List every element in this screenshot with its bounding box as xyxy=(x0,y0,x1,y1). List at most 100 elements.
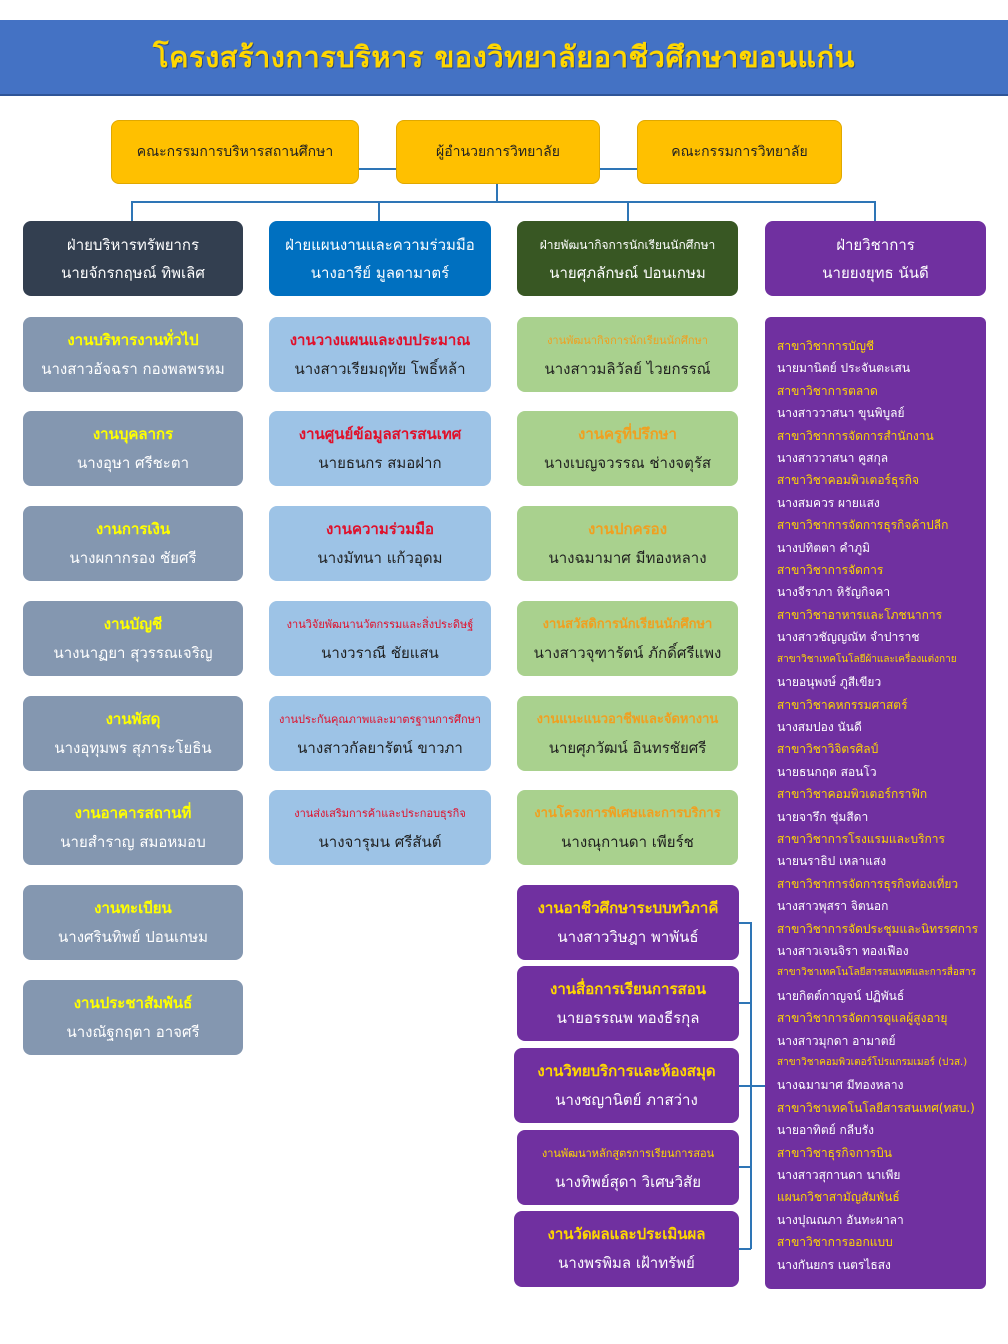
unit-person: นางสาวอัจฉรา กองพลพรหม xyxy=(41,359,225,378)
subject-person: นางกันยกร เนตรไธสง xyxy=(777,1257,891,1272)
unit-box: งานพัฒนากิจการนักเรียนนักศึกษา นางสาวมลิ… xyxy=(517,317,738,392)
unit-title: งานส่งเสริมการค้าและประกอบธุรกิจ xyxy=(294,806,466,820)
subject-name: สาขาวิชาธุรกิจการบิน xyxy=(777,1145,892,1160)
subject-person: นางสาวพุสรา จิตนอก xyxy=(777,899,889,914)
subject-list: สาขาวิชาการบัญชี นายมานิตย์ ประจันตะเสน … xyxy=(765,317,986,1289)
unit-box: งานสื่อการเรียนการสอน นายอรรณพ ทองธีรกุล xyxy=(517,966,739,1041)
unit-person: นางสาววิษฎา พาพันธ์ xyxy=(557,927,699,946)
unit-box: งานแนะแนวอาชีพและจัดหางาน นายศุภวัฒน์ อิ… xyxy=(517,696,738,771)
subject-name: สาขาวิชาการจัดการธุรกิจท่องเที่ยว xyxy=(777,876,959,891)
committee-box: คณะกรรมการวิทยาลัย xyxy=(637,120,842,184)
subject-person: นายนราธิป เหลาแสง xyxy=(777,854,887,869)
connector-director-down xyxy=(496,184,498,202)
unit-box: งานความร่วมมือ นางมัทนา แก้วอุดม xyxy=(269,506,491,581)
unit-person: นางฉมามาศ มีทองหลาง xyxy=(548,548,707,567)
unit-box: งานอาคารสถานที่ นายสำราญ สมอหมอบ xyxy=(23,790,243,865)
unit-title: งานการเงิน xyxy=(95,519,171,538)
unit-title: งานความร่วมมือ xyxy=(325,519,435,538)
subject-name: สาขาวิชาการจัดการดูแลผู้สูงอายุ xyxy=(777,1011,948,1026)
page-title: โครงสร้างการบริหาร ของวิทยาลัยอาชีวศึกษา… xyxy=(153,40,855,74)
subject-person: นางสาววาสนา คูสกุล xyxy=(777,451,889,466)
unit-title: งานพัฒนาหลักสูตรการเรียนการสอน xyxy=(541,1146,715,1160)
subject-name: สาขาวิชาคอมพิวเตอร์ธุรกิจ xyxy=(777,473,920,488)
subject-person: นายอาทิตย์ กลีบรัง xyxy=(777,1123,875,1138)
unit-box: งานพัสดุ นางอุทุมพร สุภาระโยธิน xyxy=(23,696,243,771)
unit-person: นางนาฏยา สุวรรณเจริญ xyxy=(53,643,213,662)
unit-box: งานโครงการพิเศษและการบริการ นางณุกานดา เ… xyxy=(517,790,738,865)
unit-person: นางมัทนา แก้วอุดม xyxy=(317,548,443,567)
connector-drop-academic xyxy=(874,201,876,221)
director-label: ผู้อำนวยการวิทยาลัย xyxy=(436,144,560,160)
subject-name: สาขาวิชาการออกแบบ xyxy=(777,1235,893,1250)
unit-box: งานการเงิน นางผกากรอง ชัยศรี xyxy=(23,506,243,581)
division-head-name: นายจักรกฤษณ์ ทิพเลิศ xyxy=(61,263,205,282)
unit-box: งานวิจัยพัฒนานวัตกรรมและสิ่งประดิษฐ์ นาง… xyxy=(269,601,491,676)
unit-person: นางทิพย์สุดา วิเศษวิสัย xyxy=(555,1172,701,1191)
connector-academic-main xyxy=(751,1085,765,1087)
unit-box: งานส่งเสริมการค้าและประกอบธุรกิจ นางจารุ… xyxy=(269,790,491,865)
connector-drop-student xyxy=(627,201,629,221)
unit-title: งานบุคลากร xyxy=(92,424,174,443)
subject-name: สาขาวิชาคอมพิวเตอร์กราฟิก xyxy=(777,787,928,802)
subject-name: สาขาวิชาวิจิตรศิลป์ xyxy=(777,742,879,757)
division-head-name: นายยงยุทธ นันดี xyxy=(822,263,929,282)
unit-box: งานประกันคุณภาพและมาตรฐานการศึกษา นางสาว… xyxy=(269,696,491,771)
division-resources: ฝ่ายบริหารทรัพยากร นายจักรกฤษณ์ ทิพเลิศ xyxy=(23,221,243,296)
connector-academic-stub xyxy=(739,1002,751,1004)
unit-person: นางสาวเรียมฤทัย โพธิ์หล้า xyxy=(294,359,466,378)
unit-box: งานวิทยบริการและห้องสมุด นางชญานิตย์ ภาส… xyxy=(514,1048,739,1123)
connector-academic-stub xyxy=(739,1085,751,1087)
unit-box: งานครูที่ปรึกษา นางเบญจวรรณ ช่างจตุรัส xyxy=(517,411,738,486)
subject-person: นางสาวชัญญณัท จำปาราช xyxy=(777,630,920,645)
subject-name: สาขาวิชาการจัดการสำนักงาน xyxy=(777,428,934,443)
unit-box: งานบริหารงานทั่วไป นางสาวอัจฉรา กองพลพรห… xyxy=(23,317,243,392)
unit-title: งานพัสดุ xyxy=(105,709,161,728)
subject-person: นางสาวเจนจิรา ทองเฟือง xyxy=(777,943,909,958)
unit-person: นางผกากรอง ชัยศรี xyxy=(69,548,197,567)
subject-name: สาขาวิชาการโรงแรมและบริการ xyxy=(777,831,945,846)
division-student: ฝ่ายพัฒนากิจการนักเรียนนักศึกษา นายศุภลั… xyxy=(517,221,738,296)
unit-title: งานอาชีวศึกษาระบบทวิภาคี xyxy=(537,898,719,917)
connector-academic-stub xyxy=(739,1166,751,1168)
subject-name: สาขาวิชาเทคโนโลยีสารสนเทศและการสื่อสาร xyxy=(777,967,977,979)
unit-person: นางณัฐกฤตา อาจศรี xyxy=(66,1022,200,1041)
subject-person: นางสาวมุกดา อามาตย์ xyxy=(777,1033,896,1048)
director-box: ผู้อำนวยการวิทยาลัย xyxy=(396,120,600,184)
unit-title: งานวิจัยพัฒนานวัตกรรมและสิ่งประดิษฐ์ xyxy=(286,617,474,631)
unit-title: งานสวัสดิการนักเรียนนักศึกษา xyxy=(542,616,713,632)
unit-box: งานบุคลากร นางอุษา ศรีชะตา xyxy=(23,411,243,486)
subject-person: นางปทิตตา คำภูมิ xyxy=(777,540,871,555)
unit-person: นางสาวกัลยารัตน์ ขาวภา xyxy=(297,738,463,757)
subject-person: นางจีราภา หิรัญกิจคา xyxy=(777,585,891,600)
subject-person: นางสาววาสนา ขุนพิบูลย์ xyxy=(777,406,905,421)
subject-person: นายอนุพงษ์ ภูสีเขียว xyxy=(777,675,882,690)
unit-title: งานสื่อการเรียนการสอน xyxy=(550,979,706,998)
unit-person: นางศรินทิพย์ ปอนเกษม xyxy=(58,927,208,946)
board-box: คณะกรรมการบริหารสถานศึกษา xyxy=(111,120,359,184)
subject-person: นายกิตต์กาญจน์ ปฏิพันธ์ xyxy=(777,988,905,1003)
subject-person: นายจารึก ชุ่มสีดา xyxy=(777,809,869,824)
unit-person: นางสาวจุฑารัตน์ ภักดิ์ศรีแพง xyxy=(533,643,722,662)
unit-box: งานสวัสดิการนักเรียนนักศึกษา นางสาวจุฑาร… xyxy=(517,601,738,676)
subject-name: สาขาวิชาการบัญชี xyxy=(777,339,875,353)
unit-person: นางสาวมลิวัลย์ ไวยกรรณ์ xyxy=(544,359,711,378)
division-academic: ฝ่ายวิชาการ นายยงยุทธ นันดี xyxy=(765,221,986,296)
subject-person: นายธนกฤต สอนโว xyxy=(777,764,877,779)
connector-drop-resources xyxy=(131,201,133,221)
subject-name: สาขาวิชาเทคโนโลยีสารสนเทศ(ทสบ.) xyxy=(777,1100,975,1115)
division-head-name: นางอารีย์ มูลดามาตร์ xyxy=(310,263,450,282)
subject-person: นางสมควร ผายแสง xyxy=(777,495,880,510)
unit-box: งานวัดผลและประเมินผล นางพรพิมล เฝ้าทรัพย… xyxy=(514,1211,739,1287)
subject-person: นายมานิตย์ ประจันตะเสน xyxy=(777,361,911,376)
unit-box: งานทะเบียน นางศรินทิพย์ ปอนเกษม xyxy=(23,885,243,960)
unit-title: งานบริหารงานทั่วไป xyxy=(67,330,199,349)
subject-person: นางฉมามาศ มีทองหลาง xyxy=(777,1078,904,1093)
unit-title: งานโครงการพิเศษและการบริการ xyxy=(534,805,721,821)
unit-person: นางณุกานดา เพียร์ช xyxy=(561,832,694,851)
subject-person: นางสมปอง นันดี xyxy=(777,719,862,734)
connector-divisions-horizontal xyxy=(132,201,876,203)
unit-title: งานพัฒนากิจการนักเรียนนักศึกษา xyxy=(547,333,708,347)
connector-academic-stub xyxy=(739,922,751,924)
unit-box: งานอาชีวศึกษาระบบทวิภาคี นางสาววิษฎา พาพ… xyxy=(517,885,739,960)
unit-title: งานประกันคุณภาพและมาตรฐานการศึกษา xyxy=(278,712,482,726)
